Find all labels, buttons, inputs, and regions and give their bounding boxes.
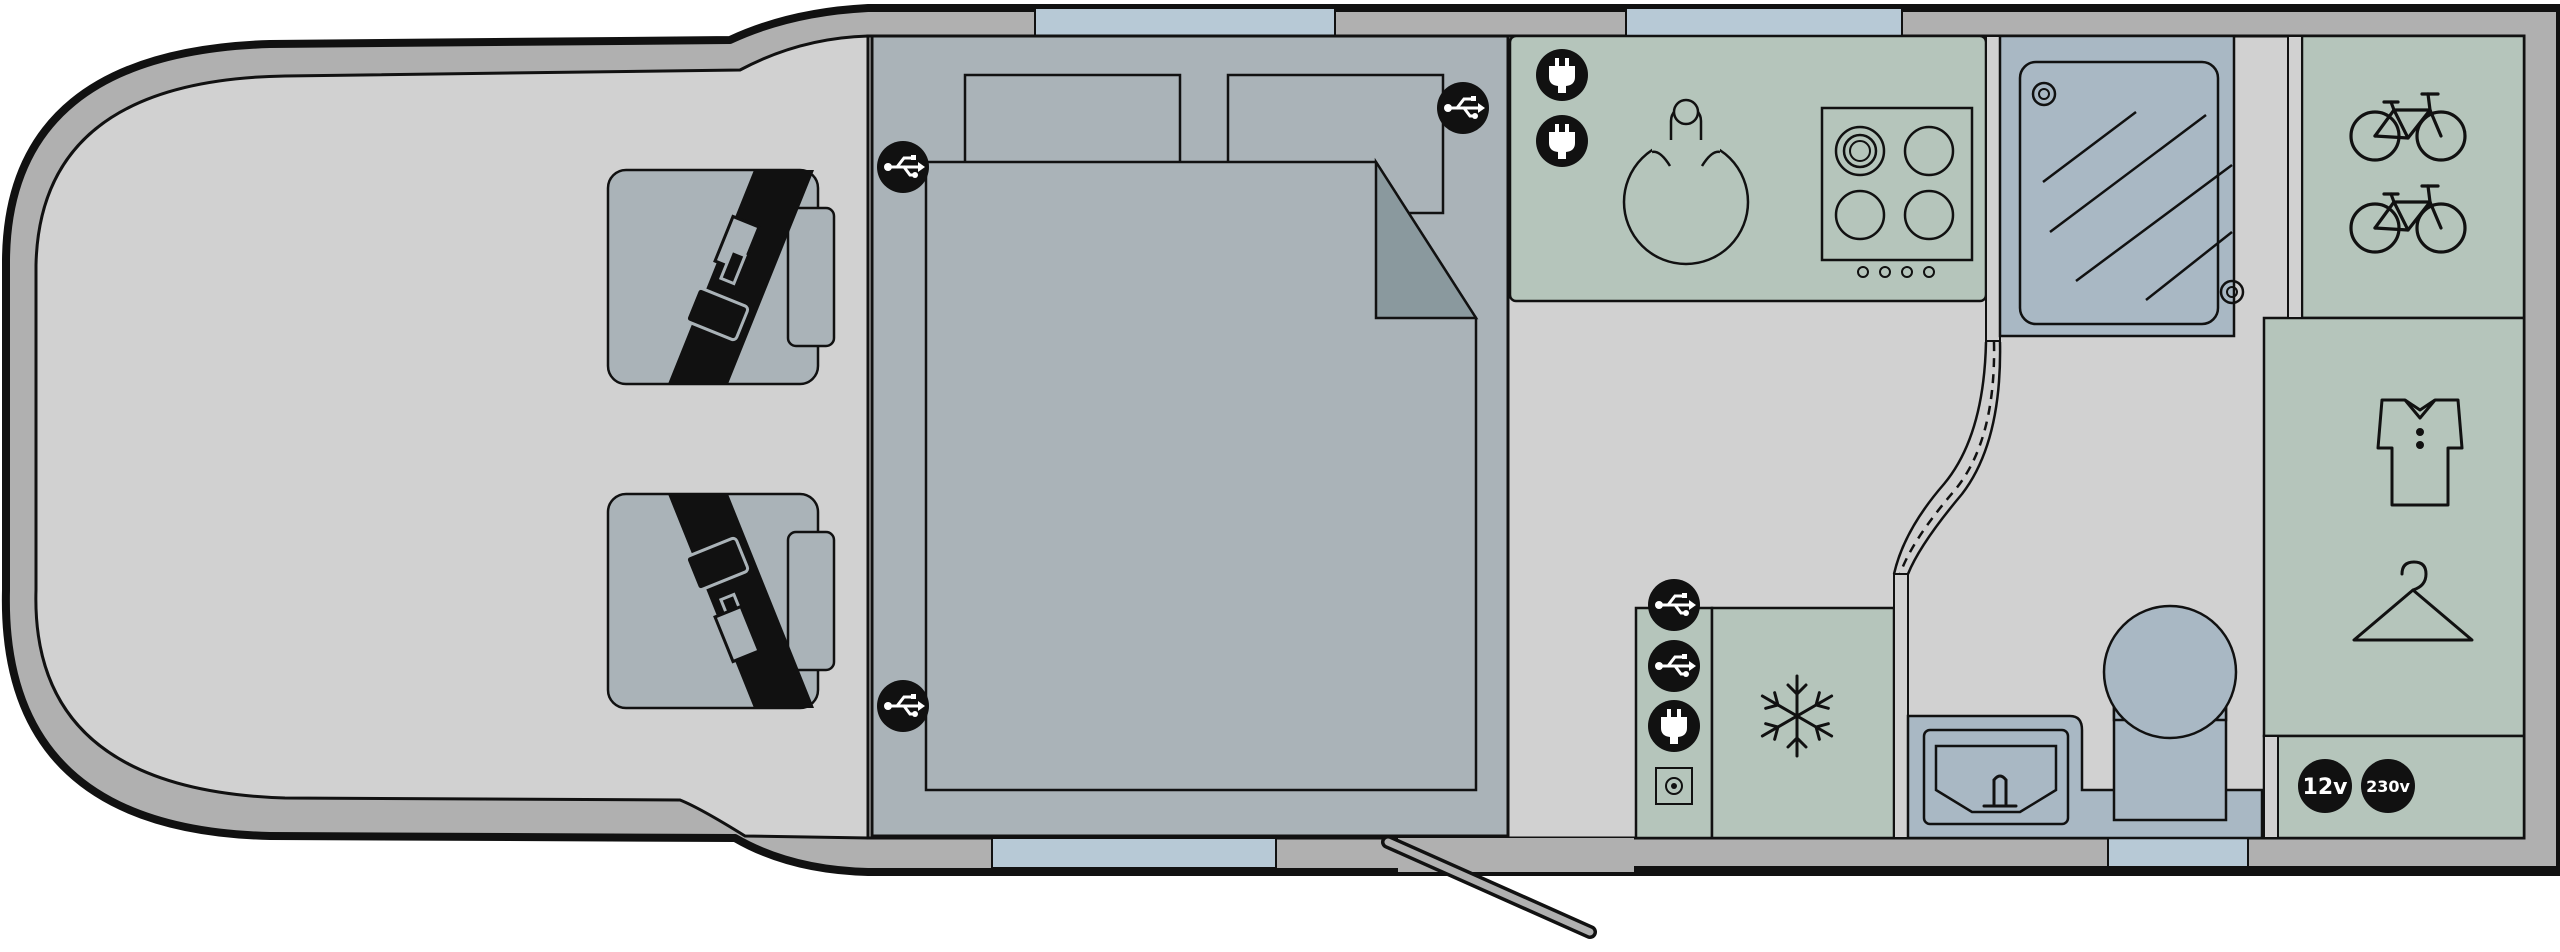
power-socket-icon (1536, 49, 1588, 101)
washroom-wall (1893, 573, 1909, 839)
socket-230v-icon: 230v (2361, 759, 2415, 813)
tap-icon (1982, 774, 2018, 808)
hanger-icon (2352, 560, 2474, 642)
seatbelt-icon (668, 170, 814, 384)
usb-socket-icon (1646, 577, 1702, 633)
shower-tray (1998, 34, 2245, 338)
power-socket-icon (1648, 700, 1700, 752)
usb-socket-icon (1646, 638, 1702, 694)
snowflake-icon (1760, 674, 1834, 758)
kitchen-sink (1622, 98, 1750, 266)
seatbelt-icon (668, 494, 814, 708)
washroom-door-swing (1898, 341, 1996, 575)
wardrobe-wall (2287, 35, 2303, 319)
socket-12v-icon: 12v (2298, 759, 2352, 813)
power-socket-icon (1536, 115, 1588, 167)
wardrobe (2262, 316, 2526, 738)
usb-socket-icon (1435, 80, 1491, 136)
fridge (1710, 606, 1896, 840)
aerial-socket-icon (1655, 767, 1693, 805)
rear-garage (2300, 34, 2526, 320)
washroom-wall (1985, 35, 2001, 342)
window (2107, 837, 2249, 869)
gas-hob (1820, 106, 1974, 278)
socket-12v-label: 12v (2303, 775, 2349, 800)
window (1625, 7, 1903, 37)
bed-mattress (924, 160, 1478, 792)
socket-230v-label: 230v (2366, 777, 2410, 796)
usb-socket-icon (875, 678, 931, 734)
washroom-door (1892, 341, 2002, 575)
cab-seat-driver (606, 168, 836, 386)
window (1034, 7, 1336, 37)
power-panel-wall (2263, 735, 2279, 839)
cab-floor (34, 34, 870, 840)
cab-seat-passenger (606, 492, 836, 710)
toilet (2102, 604, 2238, 822)
usb-socket-icon (875, 139, 931, 195)
shirt-icon (2376, 398, 2464, 507)
window (991, 837, 1277, 869)
bed-cover-fold (1374, 157, 1479, 320)
